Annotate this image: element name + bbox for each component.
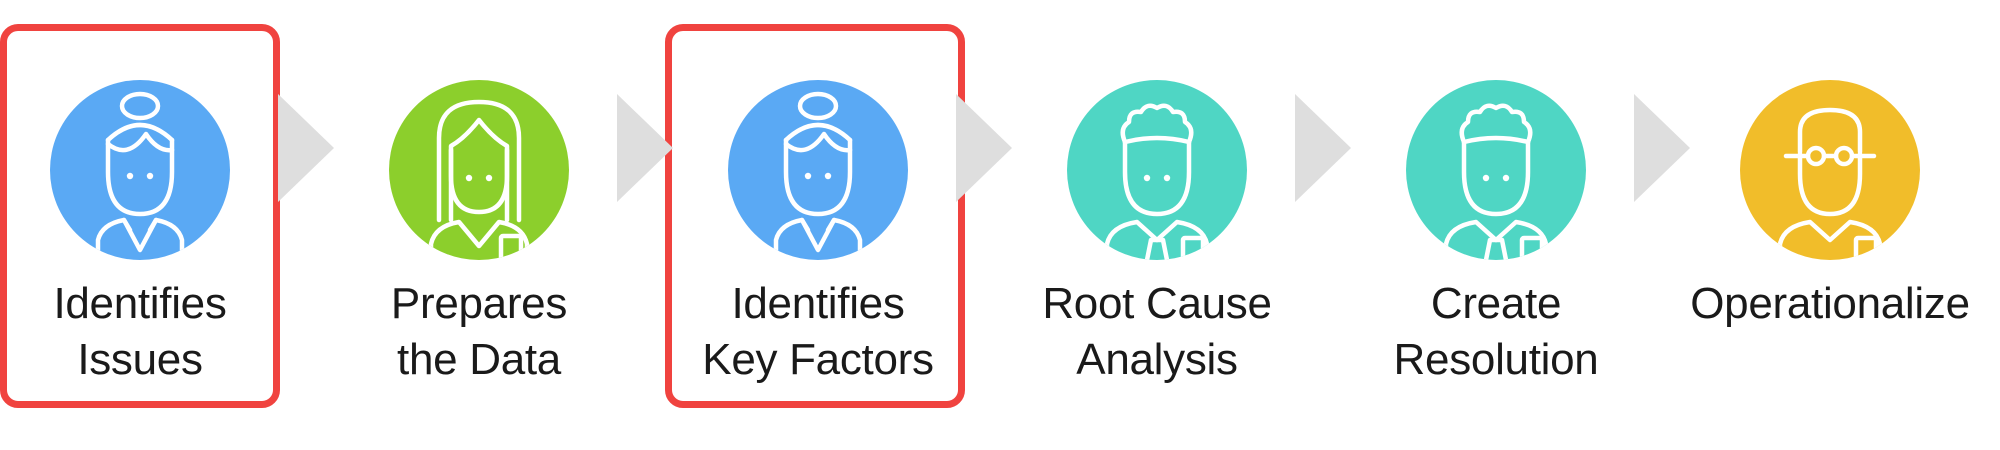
step-label-line-2: Issues	[77, 335, 203, 384]
woman-bun-icon	[728, 80, 908, 260]
step-create-resolution: Create Resolution	[1326, 24, 1666, 414]
arrow-connector-4	[1295, 94, 1351, 202]
step-label-line-1: Root Cause	[1042, 279, 1272, 328]
highlight-frame-step-1	[0, 24, 280, 408]
highlight-frame-step-3	[665, 24, 965, 408]
step-label-line-2: the Data	[397, 335, 561, 384]
arrow-connector-3	[956, 94, 1012, 202]
step-root-cause-analysis: Root Cause Analysis	[987, 24, 1327, 414]
arrow-connector-5	[1634, 94, 1690, 202]
step-label-line-1: Operationalize	[1690, 279, 1970, 328]
step-label-line-1: Identifies	[731, 279, 905, 328]
step-label-line-2: Resolution	[1393, 335, 1599, 384]
step-label-line-1: Identifies	[53, 279, 227, 328]
woman-bun-icon	[50, 80, 230, 260]
step-label-line-2: Key Factors	[702, 335, 934, 384]
man-curly-hair-icon	[1406, 80, 1586, 260]
step-label: Identifies Key Factors	[648, 276, 988, 388]
man-glasses-icon	[1740, 80, 1920, 260]
man-curly-hair-icon	[1067, 80, 1247, 260]
step-label: Root Cause Analysis	[987, 276, 1327, 388]
step-label: Prepares the Data	[309, 276, 649, 388]
step-label-line-1: Create	[1430, 279, 1562, 328]
step-label: Operationalize	[1660, 276, 2000, 332]
woman-long-hair-icon	[389, 80, 569, 260]
step-label: Create Resolution	[1326, 276, 1666, 388]
arrow-connector-1	[278, 94, 334, 202]
step-identifies-issues: Identifies Issues	[0, 24, 310, 414]
step-prepares-the-data: Prepares the Data	[309, 24, 649, 414]
step-label-line-2: Analysis	[1076, 335, 1238, 384]
step-label-line-1: Prepares	[390, 279, 568, 328]
step-identifies-key-factors: Identifies Key Factors	[648, 24, 988, 414]
arrow-connector-2	[617, 94, 673, 202]
step-label: Identifies Issues	[0, 276, 310, 388]
step-operationalize: Operationalize	[1660, 24, 2000, 414]
